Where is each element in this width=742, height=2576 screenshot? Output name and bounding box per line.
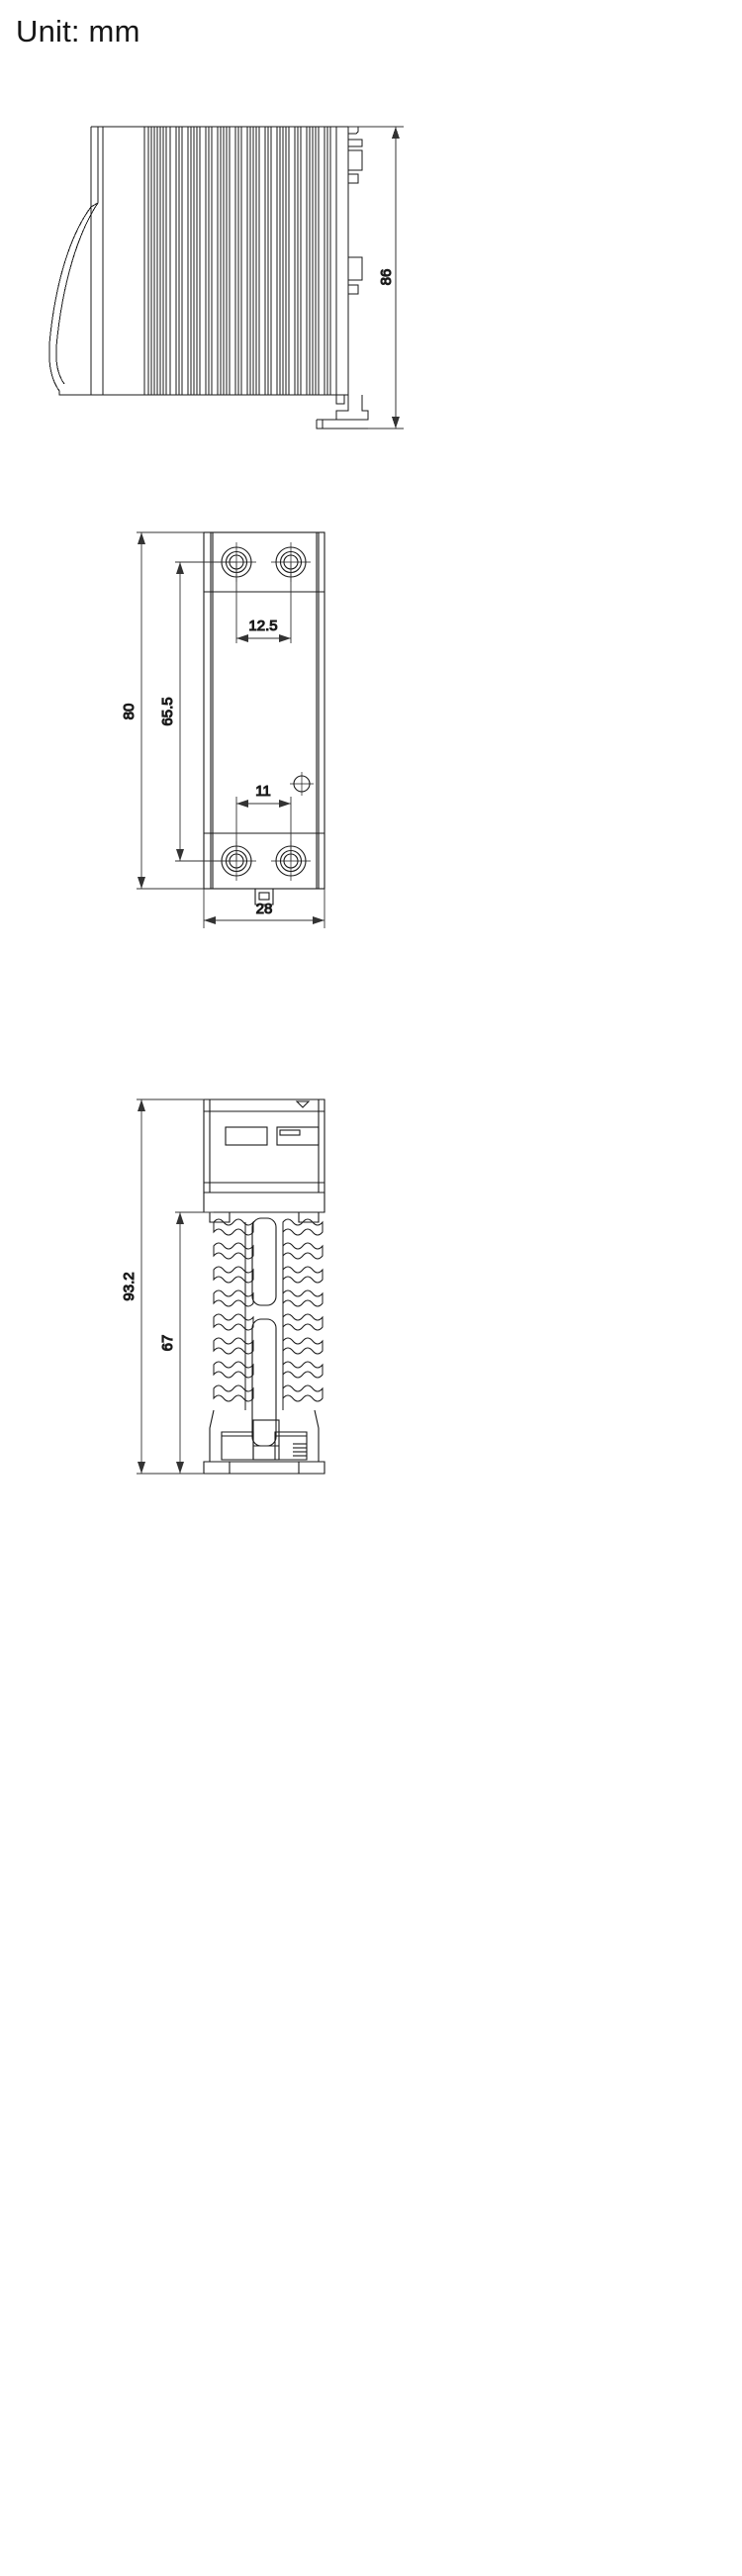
front-view-body-outline — [203, 531, 325, 890]
page-title: Unit: mm — [16, 14, 140, 48]
side-view-terminal-block — [316, 126, 369, 429]
dimension-label-11: 11 — [255, 783, 271, 800]
dimension-67 — [175, 1211, 214, 1475]
side-view: 86 — [0, 107, 742, 443]
side-view-left-clip — [48, 126, 99, 396]
side-view-body-divider — [102, 127, 145, 395]
dimension-93-2 — [137, 1098, 204, 1475]
front-view-terminal-zones — [204, 591, 325, 834]
end-view-mounting-foot — [203, 1409, 325, 1475]
end-view: 67 93.2 — [0, 1084, 742, 1499]
dimension-label-80: 80 — [121, 704, 138, 720]
dimension-86 — [348, 126, 404, 429]
dimension-label-86: 86 — [378, 269, 395, 286]
dimension-label-28: 28 — [256, 901, 273, 917]
indicator-led-hole — [290, 772, 314, 796]
dimension-label-67: 67 — [159, 1335, 176, 1352]
end-view-center-pillars — [251, 1217, 277, 1447]
dimension-28 — [203, 889, 325, 928]
end-view-right-fins — [282, 1218, 324, 1410]
dimension-label-65-5: 65.5 — [159, 697, 176, 725]
side-view-body-outline — [90, 126, 336, 396]
dimension-80 — [137, 531, 204, 890]
end-view-left-fins — [213, 1218, 254, 1410]
dimension-12-5 — [235, 562, 292, 643]
end-view-heatsink-base — [203, 1193, 325, 1223]
dimension-65-5 — [175, 561, 236, 862]
side-view-heatsink-fins — [147, 127, 331, 395]
end-view-relay-housing — [203, 1098, 325, 1193]
dimension-11 — [235, 797, 292, 861]
front-view: 12.5 11 65.5 — [0, 515, 742, 970]
dimension-label-12-5: 12.5 — [248, 618, 277, 634]
front-view-din-clip — [254, 889, 274, 906]
dimension-label-93-2: 93.2 — [121, 1272, 138, 1300]
